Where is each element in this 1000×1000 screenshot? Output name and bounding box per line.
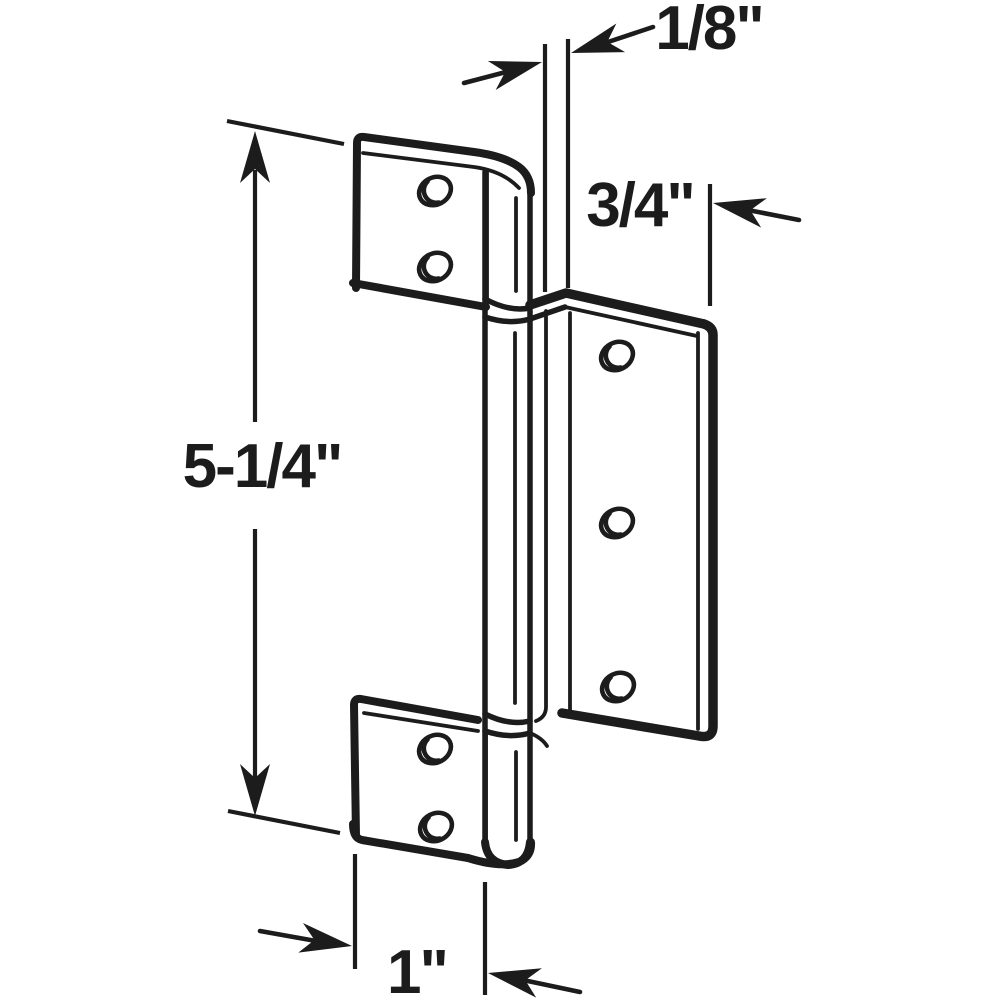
arrowhead-icon [710, 188, 767, 228]
dimension-flap-width: 1" [257, 854, 583, 1000]
bottom-flap-inner-edge [362, 711, 480, 733]
dimension-label-back-leaf-width: 3/4" [586, 171, 694, 240]
knuckle-fold-hook [528, 731, 549, 748]
screw-hole [414, 171, 456, 210]
bottom-flap-bottom-edge [349, 820, 536, 869]
top-flap-bottom-edge [349, 279, 490, 311]
arrowhead-icon [298, 923, 355, 961]
screw-hole [596, 503, 638, 542]
arrow-shaft [257, 928, 319, 944]
screw-hole [414, 247, 456, 286]
barrel-knuckle-joint-lower [482, 711, 533, 739]
arrow-shaft [745, 207, 802, 223]
back-leaf-inner-top-edge [563, 305, 699, 338]
back-leaf-top-edge [525, 288, 709, 329]
extension-tick-top [226, 118, 345, 147]
arrowhead-icon [487, 47, 546, 90]
arrowhead-icon [485, 958, 542, 998]
bottom-flap-outline [350, 694, 482, 840]
extension-tick-bottom [227, 808, 341, 836]
arrow-shaft [602, 24, 656, 46]
back-leaf-fold-line [534, 309, 548, 723]
back-leaf-right-bottom-edge [557, 319, 718, 742]
arrowhead-icon [566, 23, 626, 68]
barrel-knuckle-joint-upper [482, 296, 533, 325]
dimension-label-flap-width: 1" [387, 938, 447, 1000]
top-flap-outline [352, 132, 535, 292]
hinge-bottom-flap [349, 694, 536, 869]
hinge-back-leaf [525, 288, 718, 742]
screw-hole [414, 729, 456, 768]
dimension-leaf-offset-gap: 1/8" [461, 0, 765, 292]
dimension-hinge-height: 5-1/4" [183, 118, 345, 836]
screw-hole [596, 336, 638, 375]
dimension-label-hinge-height: 5-1/4" [183, 432, 342, 501]
dimension-back-leaf-width: 3/4" [586, 171, 802, 306]
screw-hole [415, 807, 457, 846]
hinge-top-flap [349, 132, 535, 311]
arrow-shaft [520, 977, 583, 995]
hinge-barrel [481, 169, 549, 869]
top-flap-inner-edge [361, 151, 521, 190]
screw-hole [597, 667, 639, 706]
arrow-shaft [461, 69, 509, 86]
dimension-label-leaf-offset-gap: 1/8" [655, 0, 763, 63]
